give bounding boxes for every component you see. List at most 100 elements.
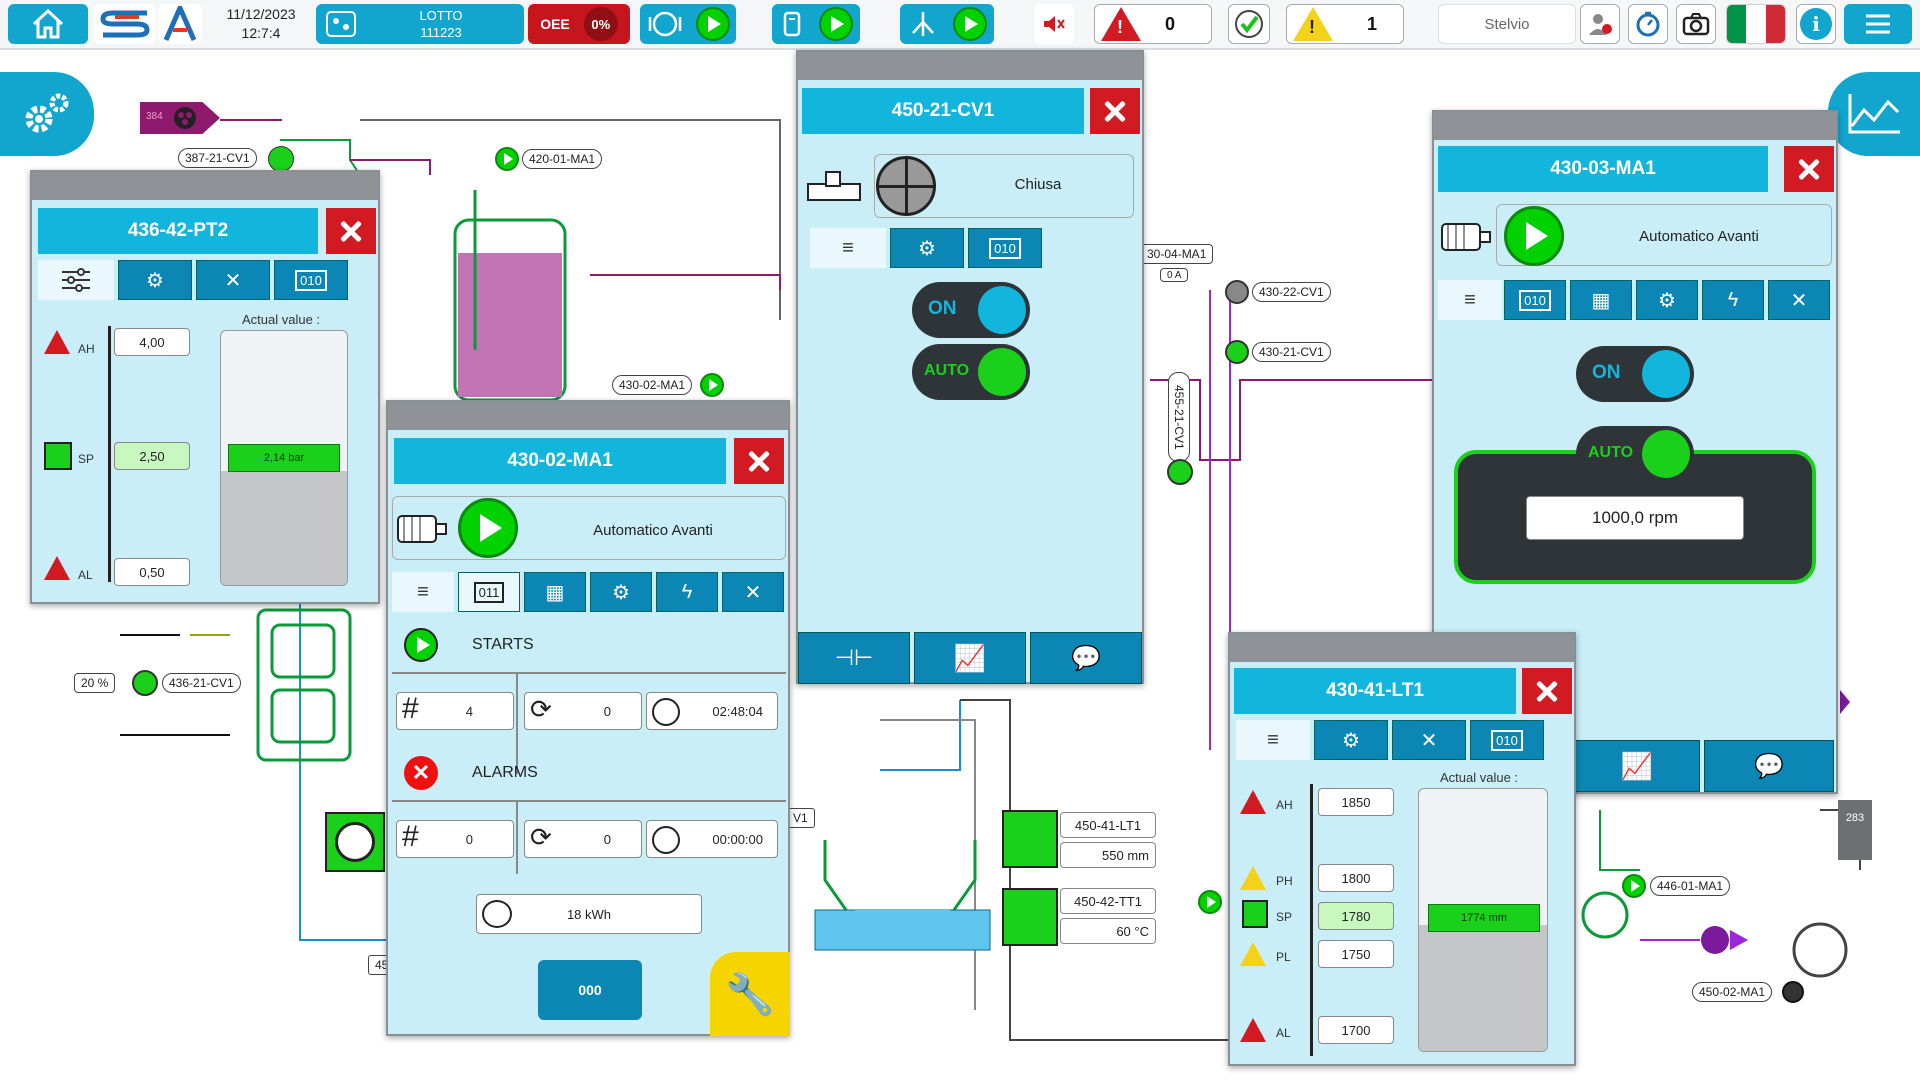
panel-drag-handle[interactable]: [798, 52, 1142, 80]
on-toggle[interactable]: ON: [912, 282, 1030, 338]
motor-tag-420[interactable]: 420-01-MA1: [522, 149, 603, 169]
tab-parameters[interactable]: ≡: [810, 228, 886, 268]
tab-parameters[interactable]: ≡: [392, 572, 454, 612]
reset-counters-button[interactable]: 000: [538, 960, 642, 1020]
close-button[interactable]: [734, 438, 784, 484]
auto-toggle[interactable]: AUTO: [912, 344, 1030, 400]
home-button[interactable]: [8, 4, 88, 44]
tab-maintenance[interactable]: ✕: [1392, 720, 1466, 760]
valve-tag-455[interactable]: 455-21-CV1: [1168, 372, 1190, 462]
ack-button[interactable]: [1228, 4, 1270, 44]
thermometer-icon[interactable]: [1002, 888, 1058, 946]
oee-button[interactable]: OEE 0%: [528, 4, 630, 44]
tab-maintenance[interactable]: ✕: [196, 260, 270, 300]
timer-button[interactable]: [1628, 4, 1668, 44]
level-sensor-icon[interactable]: [1002, 810, 1058, 868]
on-toggle[interactable]: ON: [1576, 346, 1694, 402]
motor-tag-446[interactable]: 446-01-MA1: [1650, 876, 1731, 896]
sp-field[interactable]: 2,50: [114, 442, 190, 470]
motor-446-run[interactable]: [1622, 874, 1646, 898]
tt1-name-field[interactable]: 450-42-TT1: [1060, 888, 1156, 914]
motor-run-state[interactable]: [458, 498, 518, 558]
valve-436-21-icon[interactable]: [132, 670, 158, 696]
tab-counters[interactable]: 011: [458, 572, 520, 612]
panel-drag-handle[interactable]: [1434, 112, 1836, 140]
language-button[interactable]: [1726, 4, 1786, 44]
al-field[interactable]: 0,50: [114, 558, 190, 586]
close-button[interactable]: [326, 208, 376, 254]
info-button[interactable]: i: [1796, 4, 1836, 44]
valve-closed-state-icon[interactable]: [876, 156, 936, 216]
valve-430-22-icon[interactable]: [1225, 280, 1249, 304]
panel-drag-handle[interactable]: [32, 172, 378, 200]
al-field[interactable]: 1700: [1318, 1016, 1394, 1044]
close-button[interactable]: [1784, 146, 1834, 192]
tab-settings[interactable]: ⚙: [590, 572, 652, 612]
menu-button[interactable]: [1844, 4, 1912, 44]
valve-command-button[interactable]: ⊣⊢: [798, 632, 910, 684]
valve-tag-430-21[interactable]: 430-21-CV1: [1252, 342, 1331, 362]
panel-drag-handle[interactable]: [1230, 634, 1574, 662]
tab-parameters[interactable]: ≡: [1236, 720, 1310, 760]
tab-counters[interactable]: 010: [1504, 280, 1566, 320]
panel-drag-handle[interactable]: [388, 402, 788, 430]
motor-420-run[interactable]: [495, 147, 519, 171]
tag-v1[interactable]: V1: [786, 808, 815, 828]
close-button[interactable]: [1522, 668, 1572, 714]
valve-tag-430-22[interactable]: 430-22-CV1: [1252, 282, 1331, 302]
valve-tag-387[interactable]: 387-21-CV1: [178, 148, 257, 168]
warning-counter[interactable]: ! 1: [1286, 4, 1404, 44]
trend-button[interactable]: 📈: [914, 632, 1026, 684]
tab-settings[interactable]: ⚙: [890, 228, 964, 268]
trend-button[interactable]: 📈: [1574, 740, 1700, 792]
motor-run-state[interactable]: [1504, 206, 1564, 266]
tab-settings[interactable]: ⚙: [1314, 720, 1388, 760]
ph-field[interactable]: 1800: [1318, 864, 1394, 892]
screenshot-button[interactable]: [1676, 4, 1716, 44]
tab-energy[interactable]: ϟ: [1702, 280, 1764, 320]
ah-field[interactable]: 1850: [1318, 788, 1394, 816]
valve-455-icon[interactable]: [1167, 459, 1193, 485]
tab-maintenance[interactable]: ✕: [1768, 280, 1830, 320]
group-run-button-3[interactable]: [900, 4, 994, 44]
comment-button[interactable]: 💬: [1704, 740, 1834, 792]
close-button[interactable]: [1090, 88, 1140, 134]
sp-field[interactable]: 1780: [1318, 902, 1394, 930]
motor-run-indicator[interactable]: [1198, 890, 1222, 914]
tab-counters[interactable]: 010: [274, 260, 348, 300]
alarm-counter[interactable]: ! 0: [1094, 4, 1212, 44]
tab-parameters[interactable]: ≡: [1438, 280, 1502, 320]
group-run-button-1[interactable]: [640, 4, 736, 44]
motor-tag-430-02[interactable]: 430-02-MA1: [612, 375, 693, 395]
tab-parameters[interactable]: [38, 260, 114, 300]
tab-maintenance[interactable]: ✕: [722, 572, 784, 612]
auto-toggle[interactable]: AUTO: [1576, 426, 1694, 482]
tab-counters[interactable]: 010: [968, 228, 1042, 268]
tab-energy[interactable]: ϟ: [656, 572, 718, 612]
lt1-name-field[interactable]: 450-41-LT1: [1060, 812, 1156, 838]
speed-field[interactable]: 1000,0 rpm: [1526, 496, 1744, 540]
ah-field[interactable]: 4,00: [114, 328, 190, 356]
motor-tag-430-04[interactable]: 30-04-MA1: [1140, 244, 1214, 264]
motor-430-02-run[interactable]: [700, 373, 724, 397]
valve-430-21-icon[interactable]: [1225, 340, 1249, 364]
pressure-switch-button[interactable]: [325, 812, 385, 872]
mute-button[interactable]: [1034, 4, 1074, 44]
valve-387-icon[interactable]: [268, 146, 294, 172]
motor-450-02-stopped-icon[interactable]: [1782, 981, 1804, 1003]
logout-button[interactable]: [1580, 4, 1620, 44]
inlet-indicator[interactable]: 384: [140, 102, 220, 134]
tab-counters[interactable]: 010: [1470, 720, 1544, 760]
tab-settings[interactable]: ⚙: [118, 260, 192, 300]
comment-button[interactable]: 💬: [1030, 632, 1142, 684]
settings-side-button[interactable]: [0, 72, 94, 156]
maintenance-wrench-icon[interactable]: 🔧: [710, 952, 790, 1036]
tab-settings[interactable]: ⚙: [1636, 280, 1698, 320]
motor-tag-450-02[interactable]: 450-02-MA1: [1692, 982, 1773, 1002]
tab-recipe[interactable]: ▦: [524, 572, 586, 612]
valve-tag-436-21[interactable]: 436-21-CV1: [162, 673, 241, 693]
user-name[interactable]: Stelvio: [1438, 4, 1576, 44]
tab-recipe[interactable]: ▦: [1570, 280, 1632, 320]
trend-side-button[interactable]: [1828, 72, 1920, 156]
lotto-button[interactable]: LOTTO 111223: [316, 4, 524, 44]
